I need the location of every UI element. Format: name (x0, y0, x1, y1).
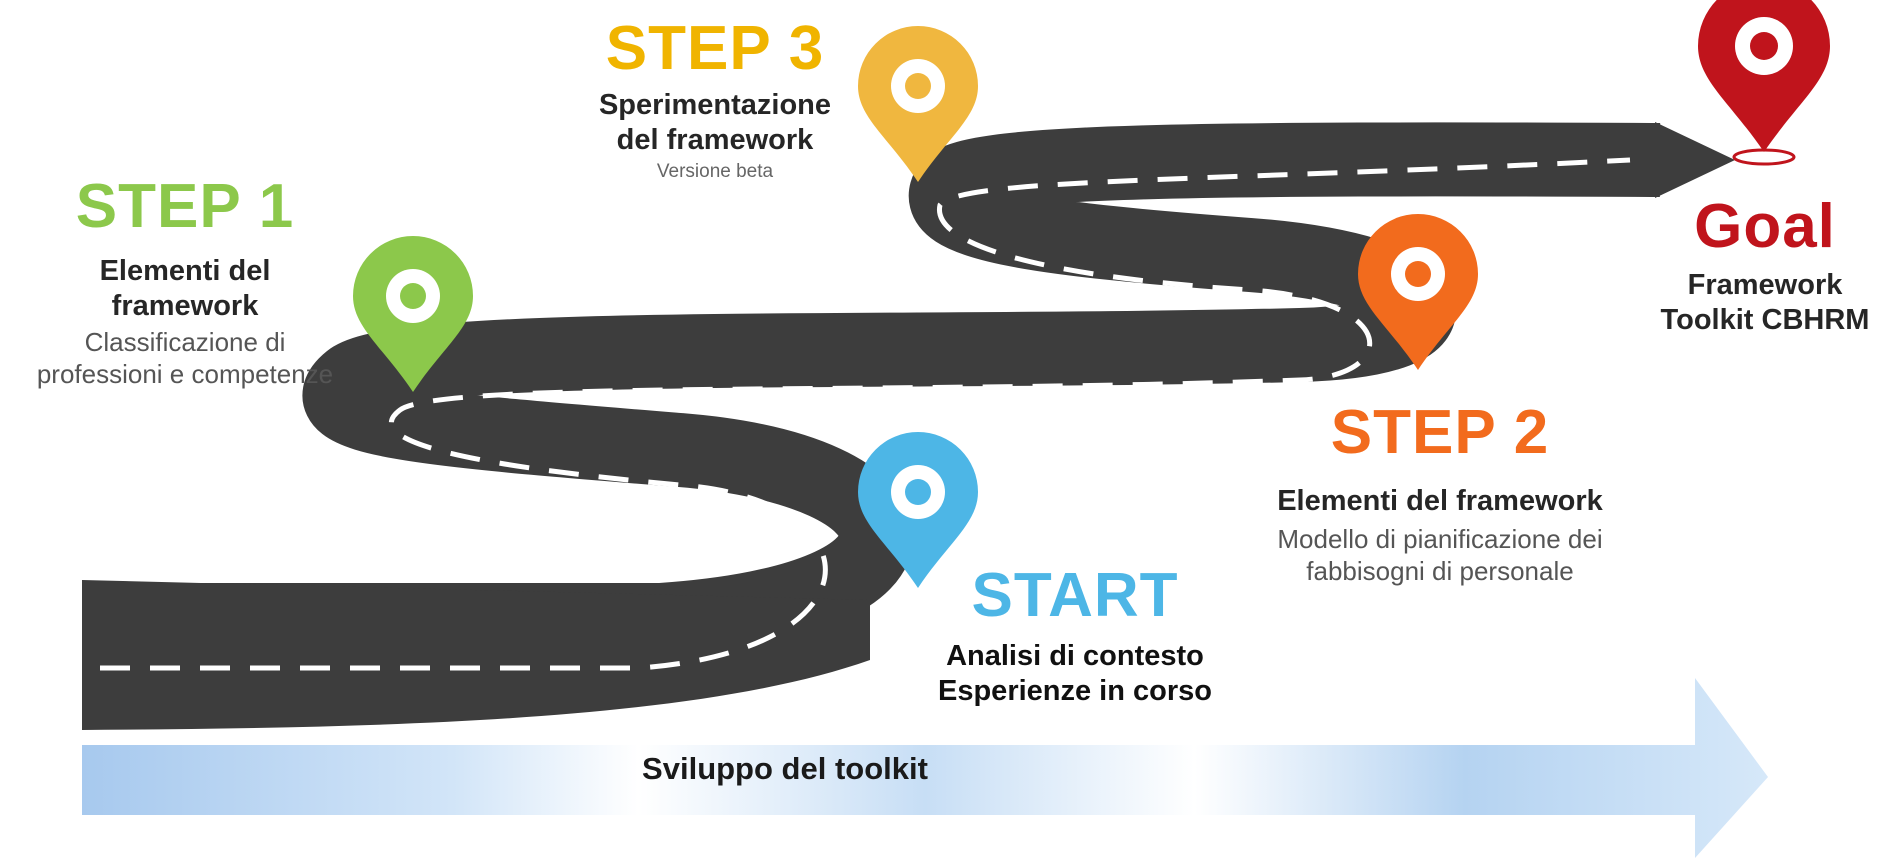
step3-line2: del framework (616, 123, 814, 156)
step1-desc1: Classificazione di (84, 326, 286, 357)
road-start-bulge (82, 560, 870, 730)
step2-desc2: fabbisogni di personale (1306, 556, 1574, 587)
step1-desc2: professioni e competenze (36, 359, 334, 390)
step2-pin-icon (1358, 214, 1478, 370)
step1-line2: framework (111, 289, 259, 322)
start-title: START (971, 561, 1179, 630)
goal-title: Goal (1694, 192, 1836, 261)
road-arrowhead (1655, 122, 1735, 198)
start-pin-icon (858, 432, 978, 588)
goal-label: Goal Framework Toolkit CBHRM (1640, 196, 1890, 338)
step2-line1: Elementi del framework (1277, 485, 1603, 517)
step1-pin-icon (353, 236, 473, 392)
step3-pin-icon (858, 26, 978, 182)
toolkit-bar-label: Sviluppo del toolkit (642, 751, 928, 786)
road (82, 122, 1661, 657)
step2-title: STEP 2 (1330, 398, 1550, 467)
step3-label: STEP 3 Sperimentazione del framework Ver… (540, 18, 890, 184)
start-line2: Esperienze in corso (938, 674, 1212, 707)
goal-line1: Framework (1687, 269, 1843, 301)
toolkit-progress-arrow (82, 678, 1768, 858)
goal-pin-icon (1698, 0, 1830, 166)
step1-line1: Elementi del (99, 255, 271, 287)
step3-desc: Versione beta (656, 160, 774, 182)
step2-label: STEP 2 Elementi del framework Modello di… (1230, 402, 1650, 588)
step3-title: STEP 3 (605, 14, 825, 83)
start-label: START Analisi di contesto Esperienze in … (910, 565, 1240, 709)
road-centerline (100, 157, 1631, 671)
step1-label: STEP 1 Elementi del framework Classifica… (0, 176, 370, 391)
step2-desc1: Modello di pianificazione dei (1277, 523, 1603, 554)
step1-title: STEP 1 (75, 172, 295, 241)
start-line1: Analisi di contesto (946, 640, 1204, 672)
goal-line2: Toolkit CBHRM (1660, 303, 1870, 336)
step3-line1: Sperimentazione (598, 89, 832, 121)
